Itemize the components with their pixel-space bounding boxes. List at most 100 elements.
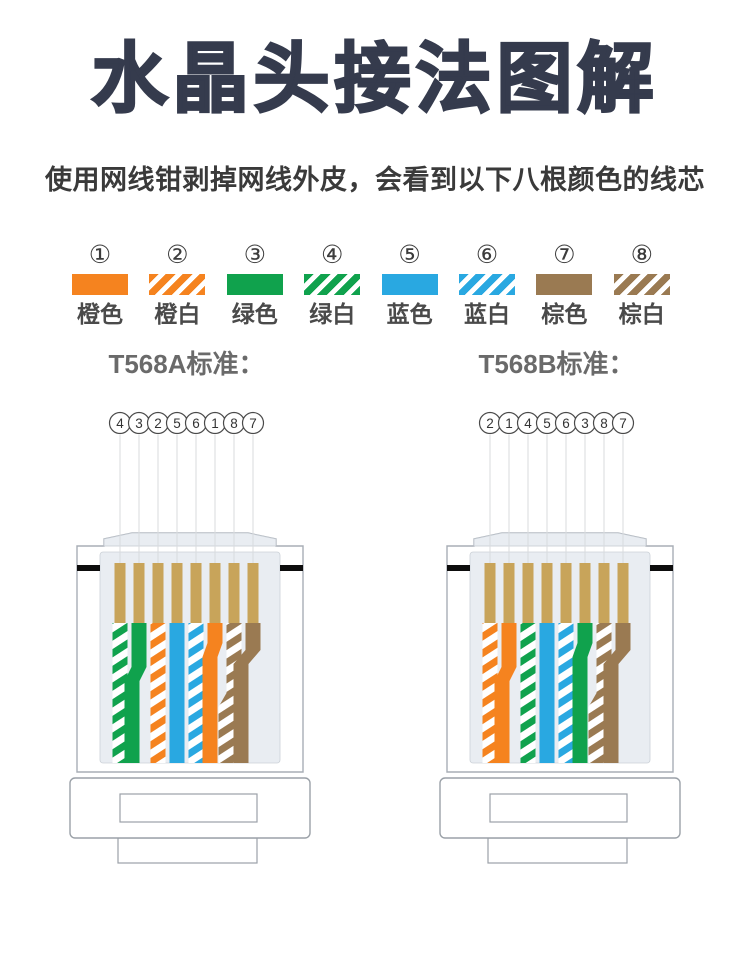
legend-label: 绿白 [309,301,356,327]
legend-item-orange: ① 橙色 [62,240,138,327]
color-swatch-orange-white [149,274,206,295]
color-swatch-green [226,274,283,295]
legend-item-brown-white: ⑧ 棕白 [604,240,680,327]
gold-pin-6 [579,563,591,623]
legend-item-green-white: ④ 绿白 [294,240,370,327]
latch-mark-right [280,565,303,571]
legend-label: 蓝色 [386,301,433,327]
wire-green [572,623,593,763]
legend-number: ④ [320,241,344,269]
plug-nose [103,532,277,547]
wire-orange [202,623,223,763]
wire-green-white [112,623,128,763]
gold-pin-8 [247,563,259,623]
legend-number: ⑦ [553,241,576,269]
gold-pin-5 [560,563,572,623]
gold-pin-7 [228,563,240,623]
color-swatch-blue-white [459,274,515,295]
wire-orange-white [150,623,166,763]
t568a-label: T568A标准： [108,349,265,379]
gold-pin-5 [190,563,202,623]
wire-number-circle [241,411,265,435]
gold-pin-8 [617,563,629,623]
gold-pin-1 [484,563,496,623]
wire-number: 2 [154,416,162,431]
page-title: 水晶头接法图解 [90,36,659,124]
wire-number: 3 [581,416,589,431]
legend-label: 蓝白 [464,301,510,327]
legend-label: 棕白 [618,301,665,327]
wire-brown-white [588,623,612,763]
legend-number: ⑧ [630,241,653,269]
wire-number: 4 [116,416,124,431]
gold-pin-7 [598,563,610,623]
wire-number: 6 [562,416,570,431]
gold-pin-2 [133,563,145,623]
wire-green-white [520,623,536,763]
gold-pin-4 [171,563,183,623]
plug-flange [439,777,681,839]
wire-number: 3 [135,416,143,431]
gold-pin-3 [152,563,164,623]
legend-item-blue: ⑤ 蓝色 [372,240,448,327]
gold-pin-4 [541,563,553,623]
gold-pin-3 [522,563,534,623]
gold-pin-2 [503,563,515,623]
color-swatch-blue [381,274,438,295]
wire-number: 4 [524,416,532,431]
latch-mark-right [650,565,673,571]
legend-number: ⑤ [398,241,421,269]
legend-number: ③ [243,241,266,269]
latch-mark-left [77,565,100,571]
wire-number: 6 [192,416,200,431]
strain-relief-tab [117,837,258,864]
wire-blue-white [188,623,204,763]
gold-pin-1 [114,563,126,623]
wire-number-circle [611,411,635,435]
subtitle: 使用网线钳剥掉网线外皮，会看到以下八根颜色的线芯 [45,165,705,195]
legend-number: ① [88,241,112,269]
legend-label: 橙白 [154,301,201,327]
wire-orange-white [482,623,498,763]
wire-brown [233,623,261,763]
wire-number: 5 [173,416,181,431]
wire-number: 8 [600,416,608,431]
flange-window [489,793,628,823]
wire-number: 7 [249,416,257,431]
flange-window [119,793,258,823]
strain-relief-tab [487,837,628,864]
color-swatch-brown-white [613,274,670,295]
legend-item-blue-white: ⑥ 蓝白 [449,240,525,327]
legend-number: ② [166,241,189,269]
wire-number: 8 [230,416,238,431]
plug-flange [69,777,311,839]
t568b-label: T568B标准： [478,349,635,379]
wire-number: 5 [543,416,551,431]
color-swatch-orange [72,274,128,295]
plug-nose [473,532,647,547]
wire-green [124,623,147,763]
legend-label: 橙色 [77,301,123,327]
color-swatch-brown [536,274,593,295]
legend-item-orange-white: ② 橙白 [139,240,215,327]
wire-number: 1 [505,416,513,431]
wire-brown [603,623,631,763]
standards-row: T568A标准： T568B标准： [0,348,750,388]
wire-blue-white [558,623,574,763]
latch-mark-left [447,565,470,571]
wire-brown-white [218,623,242,763]
wire-orange [494,623,517,763]
legend-number: ⑥ [475,241,499,269]
wire-blue [169,623,185,763]
wire-number: 1 [211,416,219,431]
wire-blue [539,623,555,763]
legend-label: 棕色 [541,301,588,327]
legend-item-brown: ⑦ 棕色 [526,240,602,327]
wire-number: 7 [619,416,627,431]
gold-pin-6 [209,563,221,623]
